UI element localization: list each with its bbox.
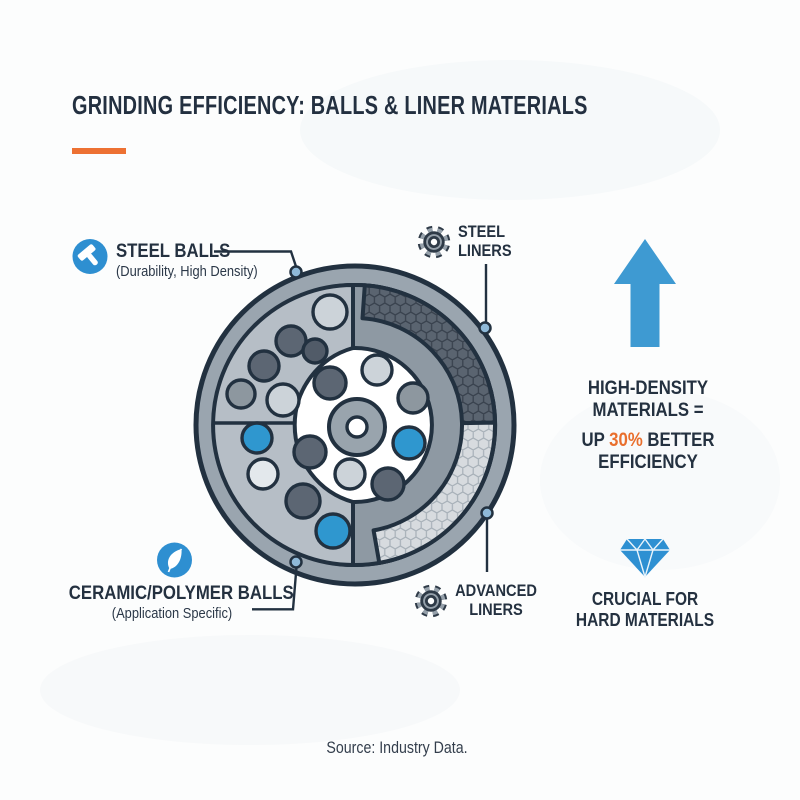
grinding-ball-blue xyxy=(391,425,427,461)
efficiency-line3-post: BETTER xyxy=(642,429,715,451)
advanced-liner-segment xyxy=(371,420,498,565)
connector-lines xyxy=(214,250,489,611)
ceramic-balls-label: CERAMIC/POLYMER BALLS (Application Speci… xyxy=(52,582,294,623)
efficiency-line2: MATERIALS = xyxy=(592,399,704,421)
efficiency-line3-pre: UP xyxy=(581,429,610,451)
grinding-ball-dark xyxy=(292,434,328,470)
mill-diagram xyxy=(193,263,517,587)
leaf-icon xyxy=(157,542,192,578)
gear-icon-steel-liners xyxy=(419,227,449,257)
steel-liners-label: STEEL LINERS xyxy=(458,222,520,260)
grinding-ball-dark xyxy=(312,365,348,401)
grinding-ball-light xyxy=(333,457,367,491)
balls-group xyxy=(225,293,430,550)
background-tints xyxy=(40,60,780,745)
advanced-liners-label: ADVANCED LINERS xyxy=(448,581,544,619)
grinding-ball-light xyxy=(265,382,301,418)
efficiency-callout: HIGH-DENSITY MATERIALS = UP 30% BETTER E… xyxy=(570,377,726,473)
grinding-ball-medium xyxy=(396,381,430,415)
hammer-icon xyxy=(72,239,108,274)
grinding-ball-light xyxy=(311,293,349,331)
mill-hub xyxy=(327,397,387,457)
steel-balls-subtitle: (Durability, High Density) xyxy=(116,263,258,280)
diamond-icon xyxy=(620,538,670,578)
steel-balls-connector xyxy=(214,250,298,269)
connector-dot xyxy=(289,265,303,279)
efficiency-percentage: 30% xyxy=(609,429,643,451)
connector-dots xyxy=(289,265,494,569)
title-underline xyxy=(72,148,126,154)
hard-materials-callout: CRUCIAL FOR HARD MATERIALS xyxy=(562,589,728,630)
hard-materials-line1: CRUCIAL FOR xyxy=(591,589,699,609)
ceramic-balls-subtitle: (Application Specific) xyxy=(111,605,233,622)
grinding-ball-dark xyxy=(247,349,281,383)
hard-materials-line2: HARD MATERIALS xyxy=(575,609,715,630)
grinding-ball-dark2 xyxy=(301,337,329,365)
advanced-liners-line1: ADVANCED xyxy=(455,581,537,600)
gear-icon-advanced-liners xyxy=(416,586,446,616)
source-note: Source: Industry Data. xyxy=(326,739,468,757)
grinding-ball-dark xyxy=(370,466,406,502)
steel-liners-line1: STEEL xyxy=(458,222,506,241)
steel-liners-line2: LINERS xyxy=(458,241,512,260)
advanced-liners-line2: LINERS xyxy=(469,600,523,619)
connector-dot xyxy=(478,321,492,335)
grinding-ball-light xyxy=(360,353,394,387)
grinding-ball-medium xyxy=(225,378,257,410)
grinding-ball-lighter xyxy=(246,457,280,491)
page-title: GRINDING EFFICIENCY: BALLS & LINER MATER… xyxy=(72,92,588,120)
ceramic-balls-connector xyxy=(252,566,298,611)
grinding-ball-blue xyxy=(240,421,274,455)
steel-balls-label: STEEL BALLS (Durability, High Density) xyxy=(116,240,281,281)
grinding-ball-blue xyxy=(314,512,352,550)
efficiency-line4: EFFICIENCY xyxy=(598,451,698,473)
efficiency-line3: UP 30% BETTER xyxy=(581,429,715,451)
connector-dot xyxy=(289,555,303,569)
efficiency-line1: HIGH-DENSITY xyxy=(587,377,709,399)
up-arrow-icon xyxy=(614,239,676,347)
steel-balls-title: STEEL BALLS xyxy=(116,240,231,262)
grinding-ball-dark xyxy=(284,482,322,520)
ceramic-balls-title: CERAMIC/POLYMER BALLS xyxy=(68,582,294,604)
connector-dot xyxy=(480,506,494,520)
